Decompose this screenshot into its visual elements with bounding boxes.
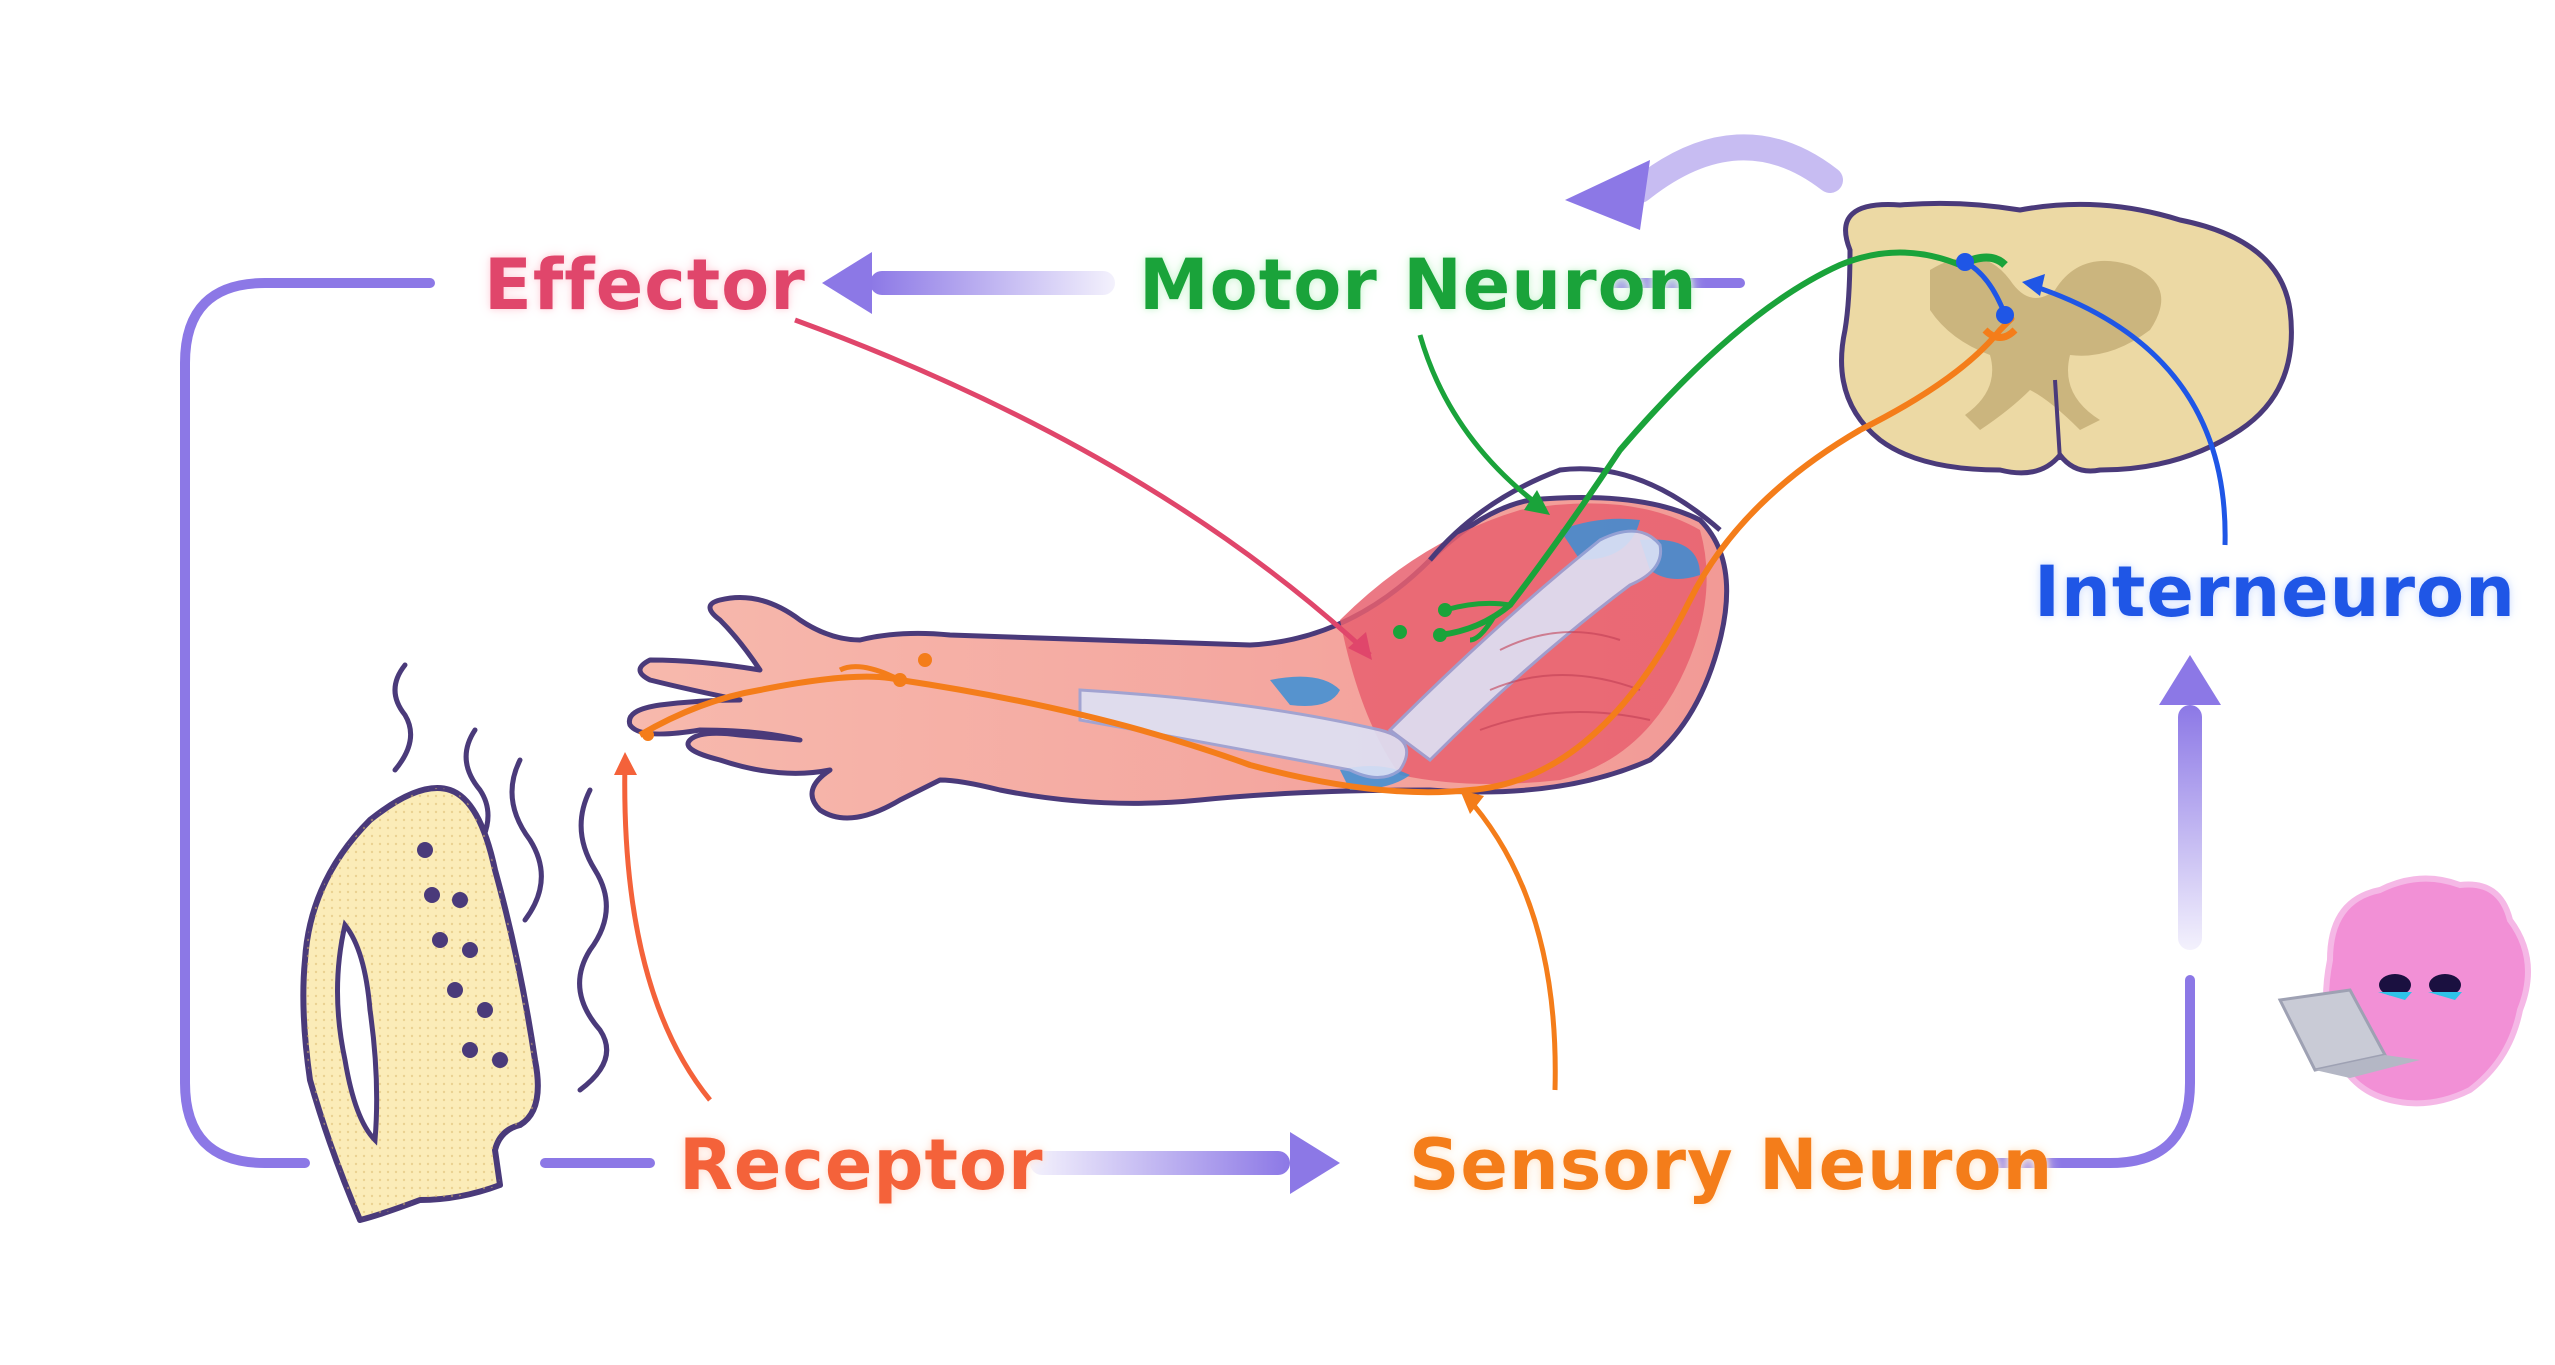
arrow-right-icon — [1290, 1132, 1340, 1194]
flow-arrows — [822, 134, 2221, 1194]
sensory-pathway — [638, 315, 2015, 796]
loop-frame — [180, 278, 2195, 1168]
spinal-cord-illustration — [1839, 200, 2294, 476]
label-sensory-neuron: Sensory Neuron — [1409, 1124, 2054, 1206]
label-interneuron: Interneuron — [2034, 551, 2516, 633]
curved-arrow-icon — [1565, 160, 1650, 230]
label-motor-neuron: Motor Neuron — [1139, 244, 1698, 326]
label-receptor: Receptor — [679, 1124, 1044, 1206]
mascot-illustration — [2277, 875, 2531, 1107]
arrow-left-icon — [822, 252, 872, 314]
arrow-up-icon — [2159, 655, 2221, 705]
iron-illustration — [300, 662, 610, 1223]
label-effector: Effector — [484, 244, 806, 326]
arm-illustration — [626, 466, 1730, 821]
